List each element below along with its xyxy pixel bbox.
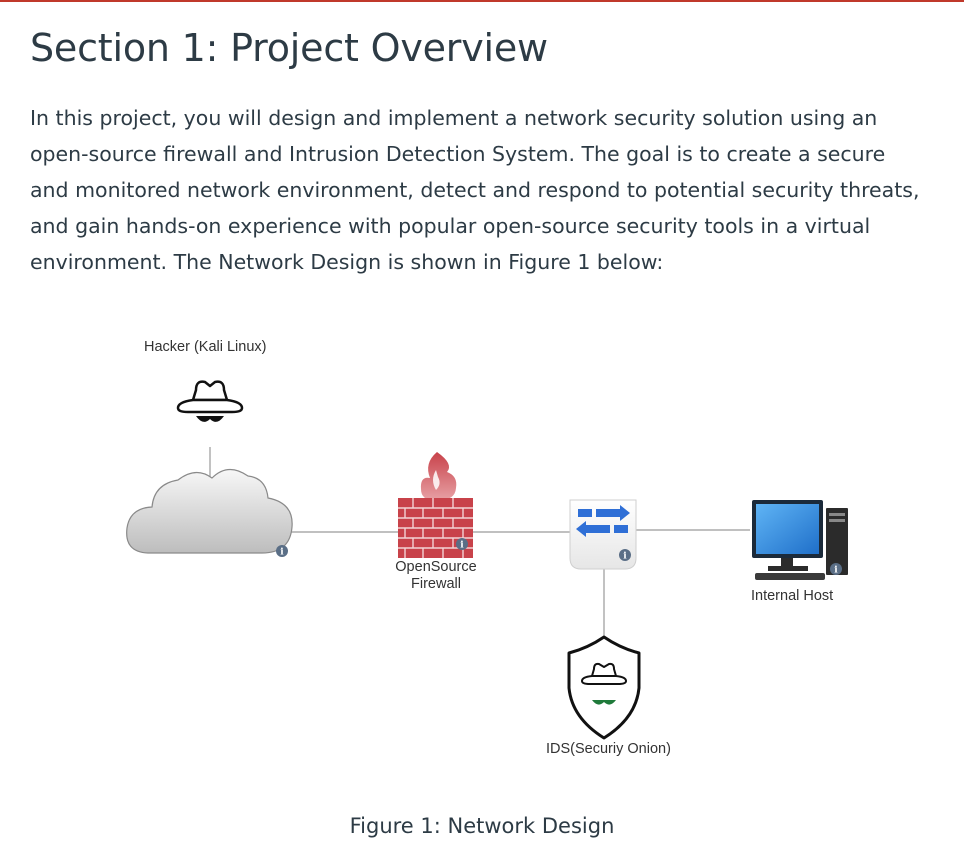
info-badge-icon — [456, 538, 468, 550]
ids-label: IDS(Securiy Onion) — [546, 741, 671, 757]
firewall-icon: i — [398, 452, 473, 558]
top-accent-rule — [0, 0, 964, 2]
section-title: Section 1: Project Overview — [30, 26, 548, 70]
figure-caption: Figure 1: Network Design — [349, 814, 615, 838]
cloud-icon: i — [126, 468, 293, 558]
switch-icon: i — [569, 499, 637, 570]
spy-hat-icon — [176, 380, 244, 422]
info-badge-icon — [619, 549, 631, 561]
connection-lines — [209, 447, 750, 636]
info-badge-icon — [830, 563, 842, 575]
svg-text:i: i — [280, 548, 284, 558]
svg-text:i: i — [834, 566, 838, 576]
desktop-computer-icon: i — [752, 500, 848, 580]
intro-paragraph: In this project, you will design and imp… — [30, 106, 920, 274]
shield-spy-icon — [567, 635, 641, 740]
info-badge-icon — [276, 545, 288, 557]
hacker-label: Hacker (Kali Linux) — [144, 339, 267, 355]
svg-text:i: i — [623, 552, 627, 562]
svg-text:i: i — [460, 541, 464, 551]
firewall-label-line2: Firewall — [411, 576, 461, 592]
host-label: Internal Host — [751, 588, 834, 604]
firewall-label-line1: OpenSource — [395, 559, 477, 575]
